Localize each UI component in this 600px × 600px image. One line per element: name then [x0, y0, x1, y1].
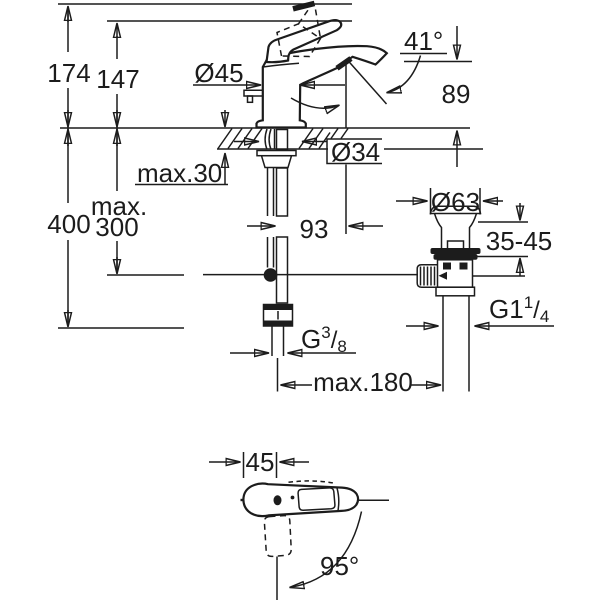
- waste-lower-ring: [435, 286, 476, 297]
- dimension-lines: [58, 3, 554, 385]
- pop-up-waste-assembly: [416, 205, 525, 392]
- pivot-dot: [290, 495, 295, 500]
- waste-seal-upper: [430, 248, 481, 254]
- dim-rod-length-line2: 300: [95, 212, 138, 242]
- knurling: [419, 266, 436, 286]
- mounting-washer: [256, 149, 297, 157]
- body-handle-seam: [262, 62, 300, 68]
- waste-seal-lower: [433, 254, 478, 260]
- front-view: 174 147 Ø45 41° 89 max.30 Ø34 max. 300 4…: [47, 0, 554, 397]
- dim-supply-thread: G3/8: [301, 323, 347, 356]
- waste-notch: [446, 240, 465, 248]
- dim-swivel-angle: 95°: [320, 551, 359, 581]
- dim-hose-length: 400: [47, 209, 90, 239]
- dim-spout-angle: 41°: [404, 26, 443, 56]
- swivel-angle-arc: [291, 511, 363, 588]
- handle-pad: [297, 487, 336, 511]
- lever-handle-rest: [265, 18, 343, 64]
- dim-waste-thread: G11/4: [489, 293, 549, 326]
- mounting-nut: [260, 154, 293, 169]
- dim-deck-thickness: max.30: [137, 158, 222, 188]
- dim-outlet-height: 89: [442, 79, 471, 109]
- aerator-face: [335, 56, 353, 71]
- dim-flange-diameter: Ø63: [431, 187, 480, 217]
- spout-angle-arc: [388, 55, 422, 93]
- supply-hose-and-rod: [203, 128, 418, 392]
- dim-body-diameter: Ø45: [194, 58, 243, 88]
- dim-basin-range: 35-45: [486, 226, 553, 256]
- pop-up-rod-hole: [273, 495, 282, 506]
- rod-ball-joint: [263, 268, 278, 282]
- rod-adjuster-knob: [416, 264, 438, 288]
- dim-top-body-width: 45: [246, 447, 275, 477]
- spout-tip-divider: [336, 487, 340, 511]
- dim-lever-height: 147: [96, 64, 139, 94]
- hole-diameter-label-box: [326, 138, 382, 165]
- top-view: 45 95°: [209, 447, 389, 600]
- water-stream-line: [346, 59, 388, 105]
- dashed-spout-edge: [288, 480, 334, 484]
- clamp-screw: [438, 271, 447, 280]
- handle-rotated-dashed: [263, 514, 292, 558]
- dim-hole-diameter: Ø34: [331, 137, 380, 167]
- pop-up-knob: [243, 89, 264, 97]
- dim-spout-projection: 93: [300, 214, 329, 244]
- dim-overall-height: 174: [47, 58, 90, 88]
- faucet-body: [243, 0, 389, 129]
- faucet-top-outline: [242, 482, 360, 518]
- spout-swivel-arc: [290, 97, 339, 108]
- dim-rod-offset: max.180: [313, 367, 413, 397]
- dim-rod-length-line1: max.: [91, 191, 147, 221]
